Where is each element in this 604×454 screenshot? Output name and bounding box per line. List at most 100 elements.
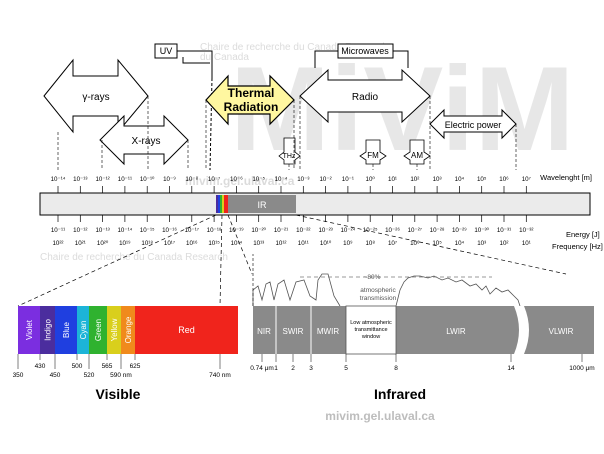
window-text-1: Low atmospheric: [350, 320, 392, 326]
wavelength-axis-label: Wavelenght [m]: [540, 173, 592, 182]
thermal-label-line1: Thermal: [228, 86, 275, 100]
visible-band-label: Violet: [25, 319, 34, 340]
energy-tick-label: 10⁻¹⁹: [229, 227, 244, 234]
ir-band: [228, 195, 296, 213]
energy-tick-label: 10⁻¹³: [95, 227, 109, 234]
low-transmittance-window: [345, 305, 397, 355]
visible-band-label: Cyan: [79, 321, 88, 340]
energy-tick-label: 10⁻¹¹: [51, 227, 65, 234]
wavelength-tick-label: 10⁻¹⁴: [51, 176, 66, 183]
wavelength-tick-label: 10⁻⁶: [230, 176, 243, 183]
wavelength-tick-label: 10²: [410, 176, 419, 183]
frequency-tick-label: 10¹²: [275, 240, 286, 247]
wavelength-tick-label: 10⁻¹⁰: [140, 176, 155, 183]
energy-tick-label: 10⁻²⁵: [363, 227, 378, 234]
microwaves-label: Microwaves: [341, 46, 389, 56]
wavelength-tick-label: 10⁻³: [297, 176, 309, 183]
frequency-tick-label: 10⁹: [343, 240, 353, 247]
visible-band-indigo: [40, 306, 55, 354]
visible-band-green: [89, 306, 107, 354]
energy-tick-label: 10⁻²¹: [274, 227, 288, 234]
visible-band-label: Green: [94, 319, 103, 341]
visible-tick-label: 565: [102, 363, 113, 370]
watermark-chair-line1: Chaire de recherche du Canada Research: [200, 42, 388, 53]
frequency-tick-label: 10²: [500, 240, 509, 247]
energy-tick-label: 10⁻³⁰: [474, 227, 489, 234]
thermal-radiation-arrow: Thermal Radiation: [205, 74, 295, 126]
xrays-arrow: X-rays: [99, 114, 189, 166]
thz-arrow: THz: [278, 137, 301, 165]
frequency-tick-label: 10¹³: [253, 240, 264, 247]
frequency-tick-label: 10¹⁰: [320, 240, 332, 247]
visible-tick-label: 740 nm: [209, 372, 231, 379]
frequency-tick-label: 10¹¹: [298, 240, 309, 247]
wavelength-tick-label: 10⁻¹²: [95, 176, 109, 183]
wavelength-tick-label: 10⁵: [477, 176, 487, 183]
visible-tick-label: 625: [130, 363, 141, 370]
infrared-tick-label: 14: [507, 365, 515, 372]
energy-tick-label: 10⁻³²: [519, 227, 533, 234]
visible-tick-label: 500: [72, 363, 83, 370]
energy-tick-label: 10⁻²⁴: [340, 227, 355, 234]
visible-band-label: Orange: [124, 316, 133, 343]
frequency-tick-label: 10⁵: [432, 240, 442, 247]
visible-tick-label: 350: [13, 372, 24, 379]
infrared-panel: ~80% atmospheric transmission NIR SWIR M…: [252, 254, 594, 355]
energy-tick-label: 10⁻²⁷: [408, 227, 422, 234]
energy-tick-label: 10⁻²⁸: [430, 227, 445, 234]
infrared-tick-label: 2: [291, 365, 295, 372]
wavelength-tick-label: 10⁻²: [319, 176, 331, 183]
visible-band-label: Blue: [62, 321, 71, 338]
watermark-chair-lower: Chaire de recherche du Canada Research: [40, 252, 228, 263]
energy-tick-label: 10⁻³¹: [497, 227, 511, 234]
infrared-tick-label: 1000 μm: [569, 365, 594, 372]
energy-tick-label: 10⁻¹⁴: [117, 227, 132, 234]
uv-label: UV: [160, 46, 173, 56]
wavelength-tick-label: 10⁻¹¹: [118, 176, 132, 183]
frequency-tick-label: 10⁷: [388, 240, 397, 247]
wavelength-tick-label: 10⁷: [522, 176, 531, 183]
visible-tick-label: 450: [50, 372, 61, 379]
infrared-tick-label: 1: [274, 365, 278, 372]
wavelength-tick-label: 10⁻⁸: [185, 176, 198, 183]
wavelength-tick-label: 10⁻¹: [342, 176, 354, 183]
frequency-tick-label: 10⁶: [410, 240, 420, 247]
gamma-label: γ-rays: [82, 92, 109, 103]
visible-tick-label: 590 nm: [110, 372, 132, 379]
wavelength-tick-label: 10⁻⁴: [275, 176, 288, 183]
visible-band-orange: [121, 306, 135, 354]
gamma-arrow: γ-rays: [43, 58, 149, 134]
energy-tick-label: 10⁻¹⁸: [207, 227, 222, 234]
frequency-tick-label: 10³: [477, 240, 486, 247]
ir-band-lwir: LWIR: [446, 327, 466, 336]
visible-band-yellow: [107, 306, 121, 354]
frequency-axis-label: Frequency [Hz]: [552, 242, 603, 251]
thz-label: THz: [283, 153, 296, 160]
frequency-tick-label: 10¹⁹: [119, 240, 131, 247]
frequency-tick-label: 10¹⁷: [164, 240, 175, 247]
ir-band-swir: SWIR: [283, 327, 304, 336]
fm-arrow: FM: [359, 139, 387, 165]
frequency-tick-label: 10²²: [52, 240, 63, 247]
visible-band-cyan: [77, 306, 89, 354]
frequency-tick-label: 10⁸: [365, 240, 375, 247]
watermark-chair-line2: du Canada: [200, 52, 249, 63]
visible-tick-label: 430: [35, 363, 46, 370]
electric-power-label: Electric power: [445, 120, 502, 130]
ir-band-nir: NIR: [257, 327, 271, 336]
wavelength-tick-label: 10¹: [388, 176, 397, 183]
visible-band-label: Indigo: [44, 319, 53, 341]
energy-tick-label: 10⁻²⁰: [251, 227, 266, 234]
ir-band-vlwir: VLWIR: [549, 327, 574, 336]
xrays-label: X-rays: [132, 136, 161, 147]
transmission-pct: ~80%: [364, 274, 381, 281]
microwaves-bracket: [314, 43, 409, 68]
infrared-tick-label: 8: [394, 365, 398, 372]
ir-band-mwir: MWIR: [317, 327, 339, 336]
radio-label: Radio: [352, 92, 379, 103]
zoom-connectors: [17, 214, 567, 307]
wavelength-tick-label: 10⁻⁹: [163, 176, 176, 183]
watermark-url-upper: mivim.gel.ulaval.ca: [185, 174, 295, 188]
